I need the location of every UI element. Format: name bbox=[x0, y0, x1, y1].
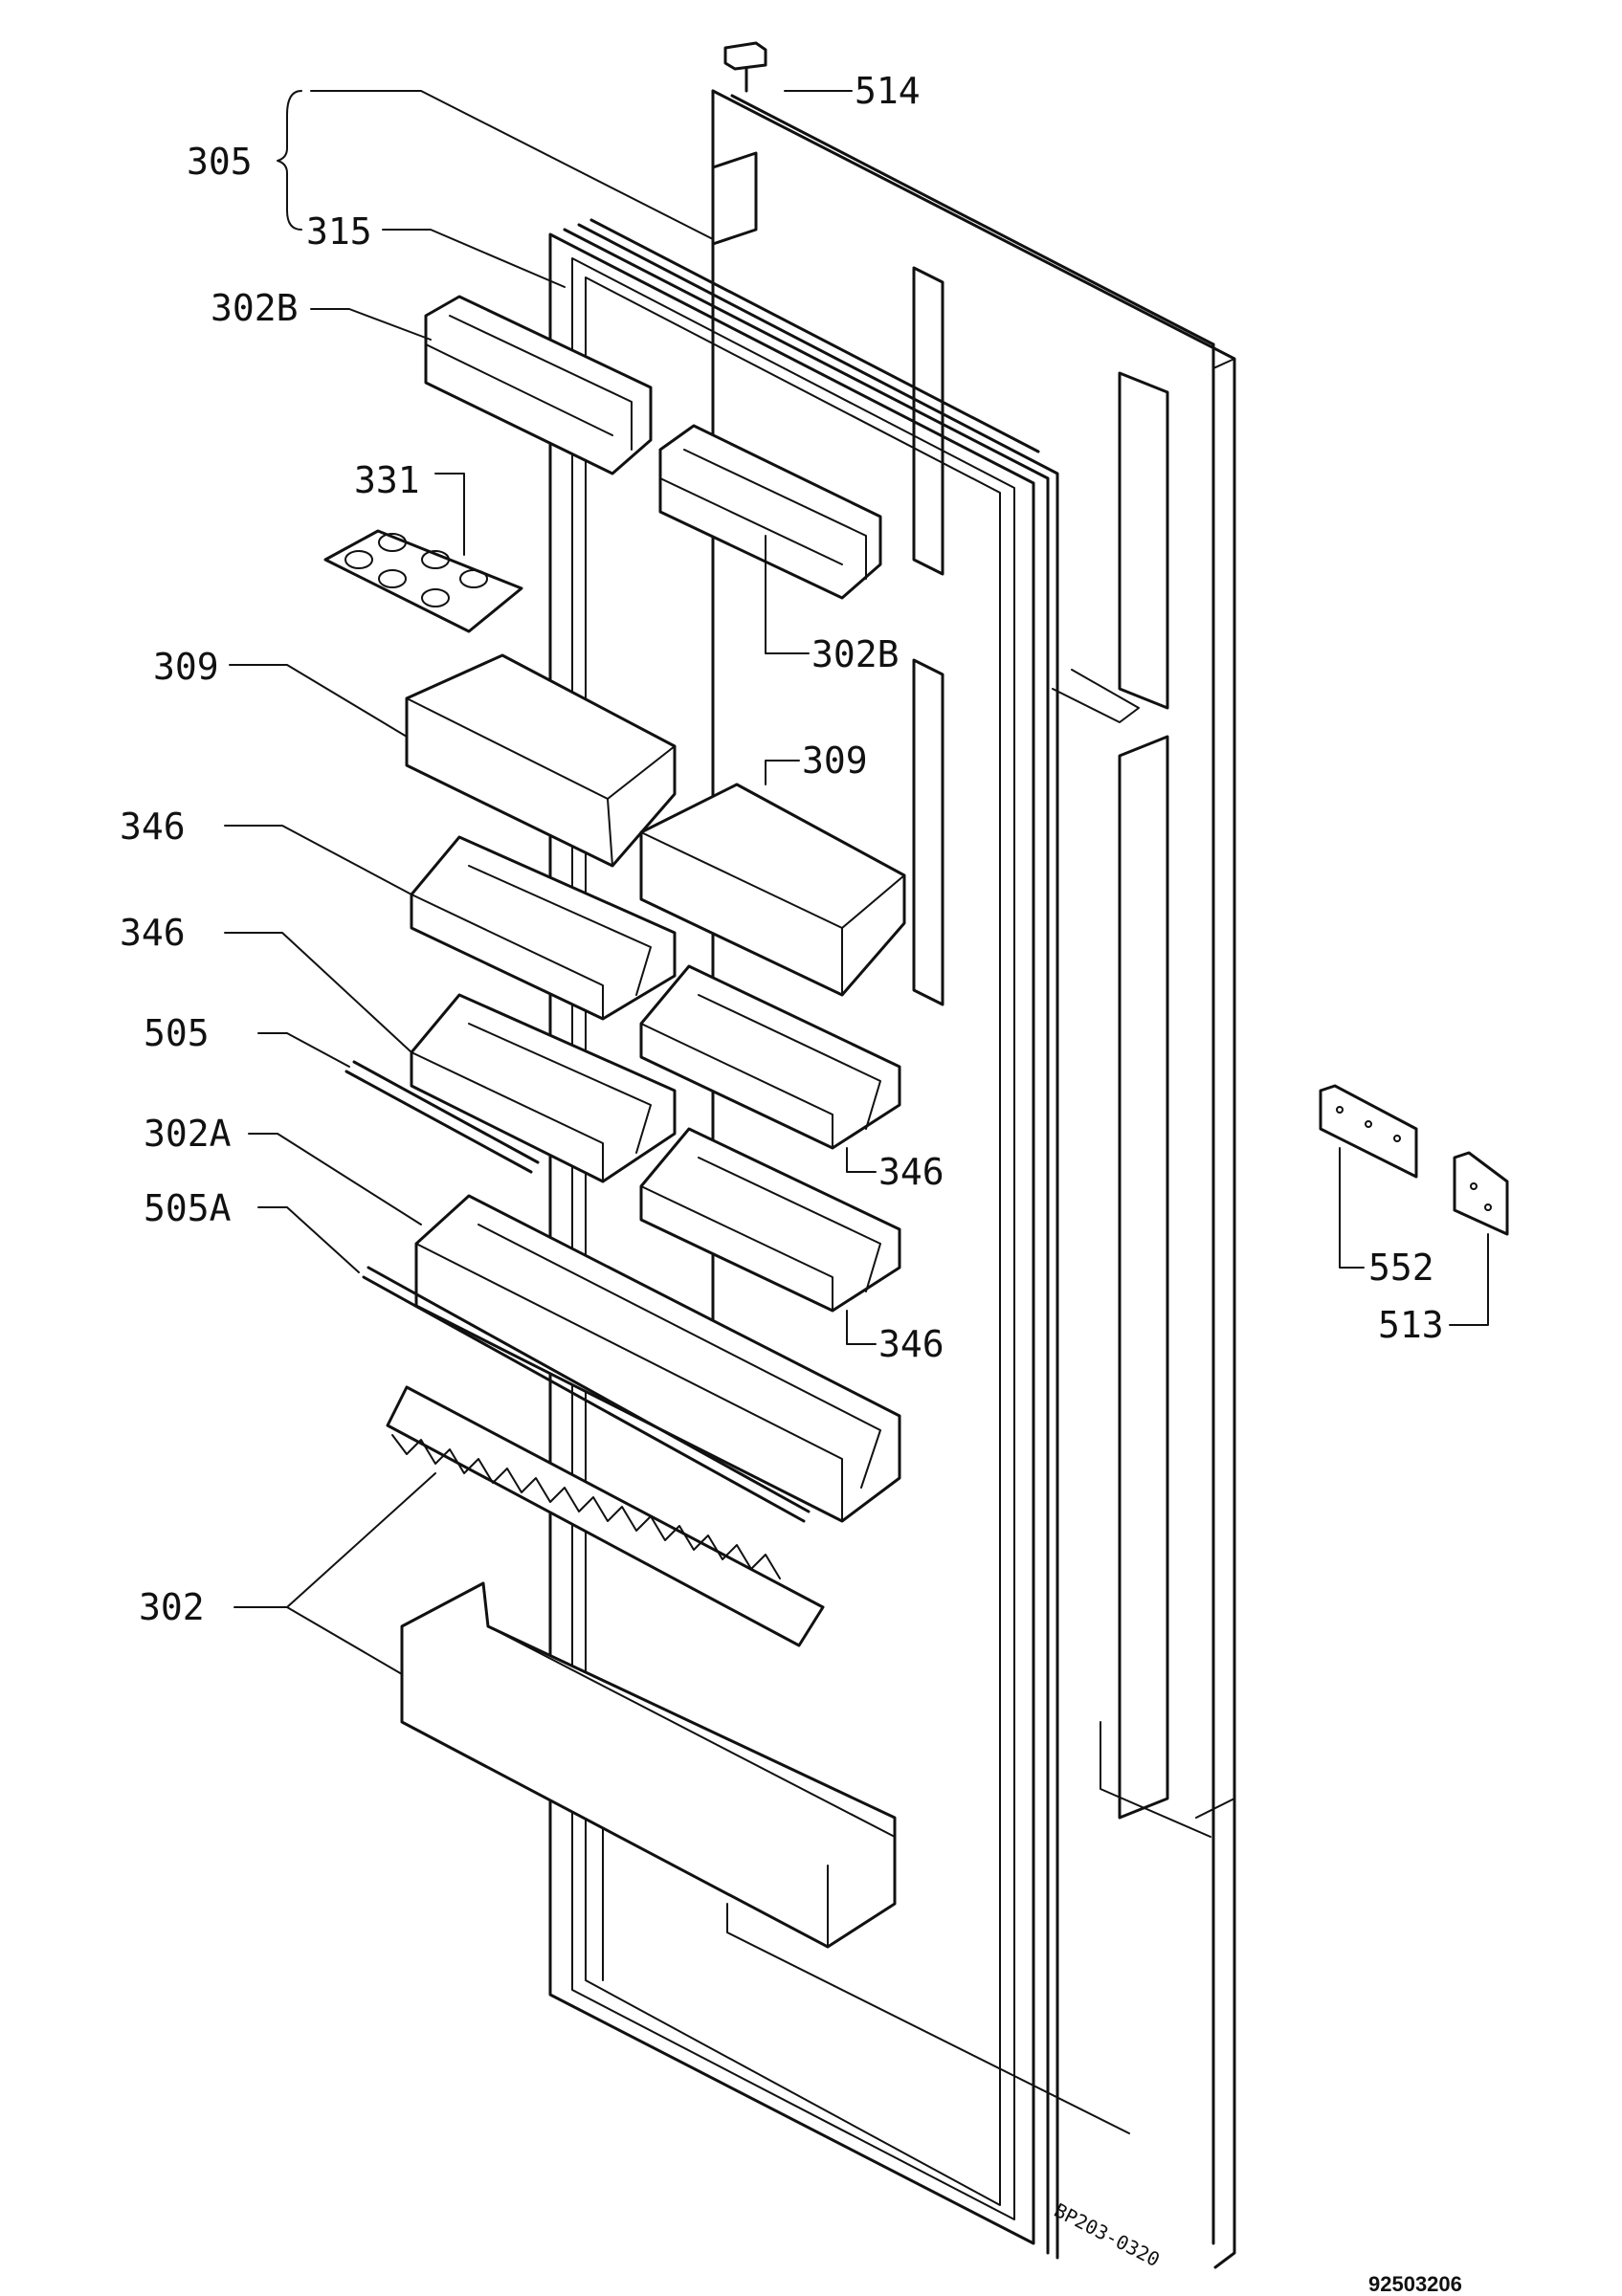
label-309-left: 309 bbox=[153, 646, 219, 688]
label-514: 514 bbox=[855, 70, 921, 112]
label-505a: 505A bbox=[144, 1187, 232, 1229]
bin-346-4 bbox=[639, 1127, 901, 1313]
figure-id: 92503206 bbox=[1368, 2272, 1462, 2296]
leader-lines bbox=[224, 90, 1489, 1675]
bin-302b-lower bbox=[658, 424, 882, 600]
label-505: 505 bbox=[144, 1012, 210, 1054]
label-513: 513 bbox=[1378, 1304, 1444, 1346]
label-346-1: 346 bbox=[120, 806, 186, 848]
door-outer-panel bbox=[711, 89, 1236, 2269]
bin-302b-upper bbox=[424, 295, 653, 475]
label-302b-upper: 302B bbox=[211, 287, 299, 329]
bottle-retainer-comb bbox=[386, 1385, 825, 1647]
label-346-2: 346 bbox=[120, 912, 186, 954]
label-309-right: 309 bbox=[802, 740, 868, 782]
part-labels: 305 315 302B 331 302B 309 309 346 346 50… bbox=[120, 70, 1444, 1628]
rod-505 bbox=[344, 1060, 540, 1174]
label-331: 331 bbox=[354, 459, 420, 501]
bin-302 bbox=[400, 1581, 897, 1949]
label-552: 552 bbox=[1368, 1247, 1434, 1289]
label-315: 315 bbox=[306, 210, 372, 253]
label-302a: 302A bbox=[144, 1113, 232, 1155]
label-302b-lower: 302B bbox=[811, 633, 900, 675]
drawing-code: BP203-0320 bbox=[1051, 2198, 1164, 2271]
hinge-514 bbox=[723, 41, 767, 93]
bin-346-3 bbox=[639, 964, 901, 1150]
egg-tray-331 bbox=[323, 529, 523, 633]
label-346-4: 346 bbox=[878, 1323, 944, 1365]
label-302: 302 bbox=[139, 1586, 205, 1628]
bin-346-1 bbox=[410, 835, 677, 1021]
bracket-513 bbox=[1453, 1151, 1509, 1236]
dairy-box-309-right bbox=[639, 783, 906, 997]
dairy-box-309-left bbox=[405, 653, 677, 868]
door-gasket-frame bbox=[548, 218, 1059, 2260]
rod-505a bbox=[362, 1266, 811, 1523]
bracket-552 bbox=[1319, 1084, 1418, 1179]
label-346-3: 346 bbox=[878, 1151, 944, 1193]
label-305: 305 bbox=[187, 141, 253, 183]
bin-346-2 bbox=[410, 993, 677, 1183]
